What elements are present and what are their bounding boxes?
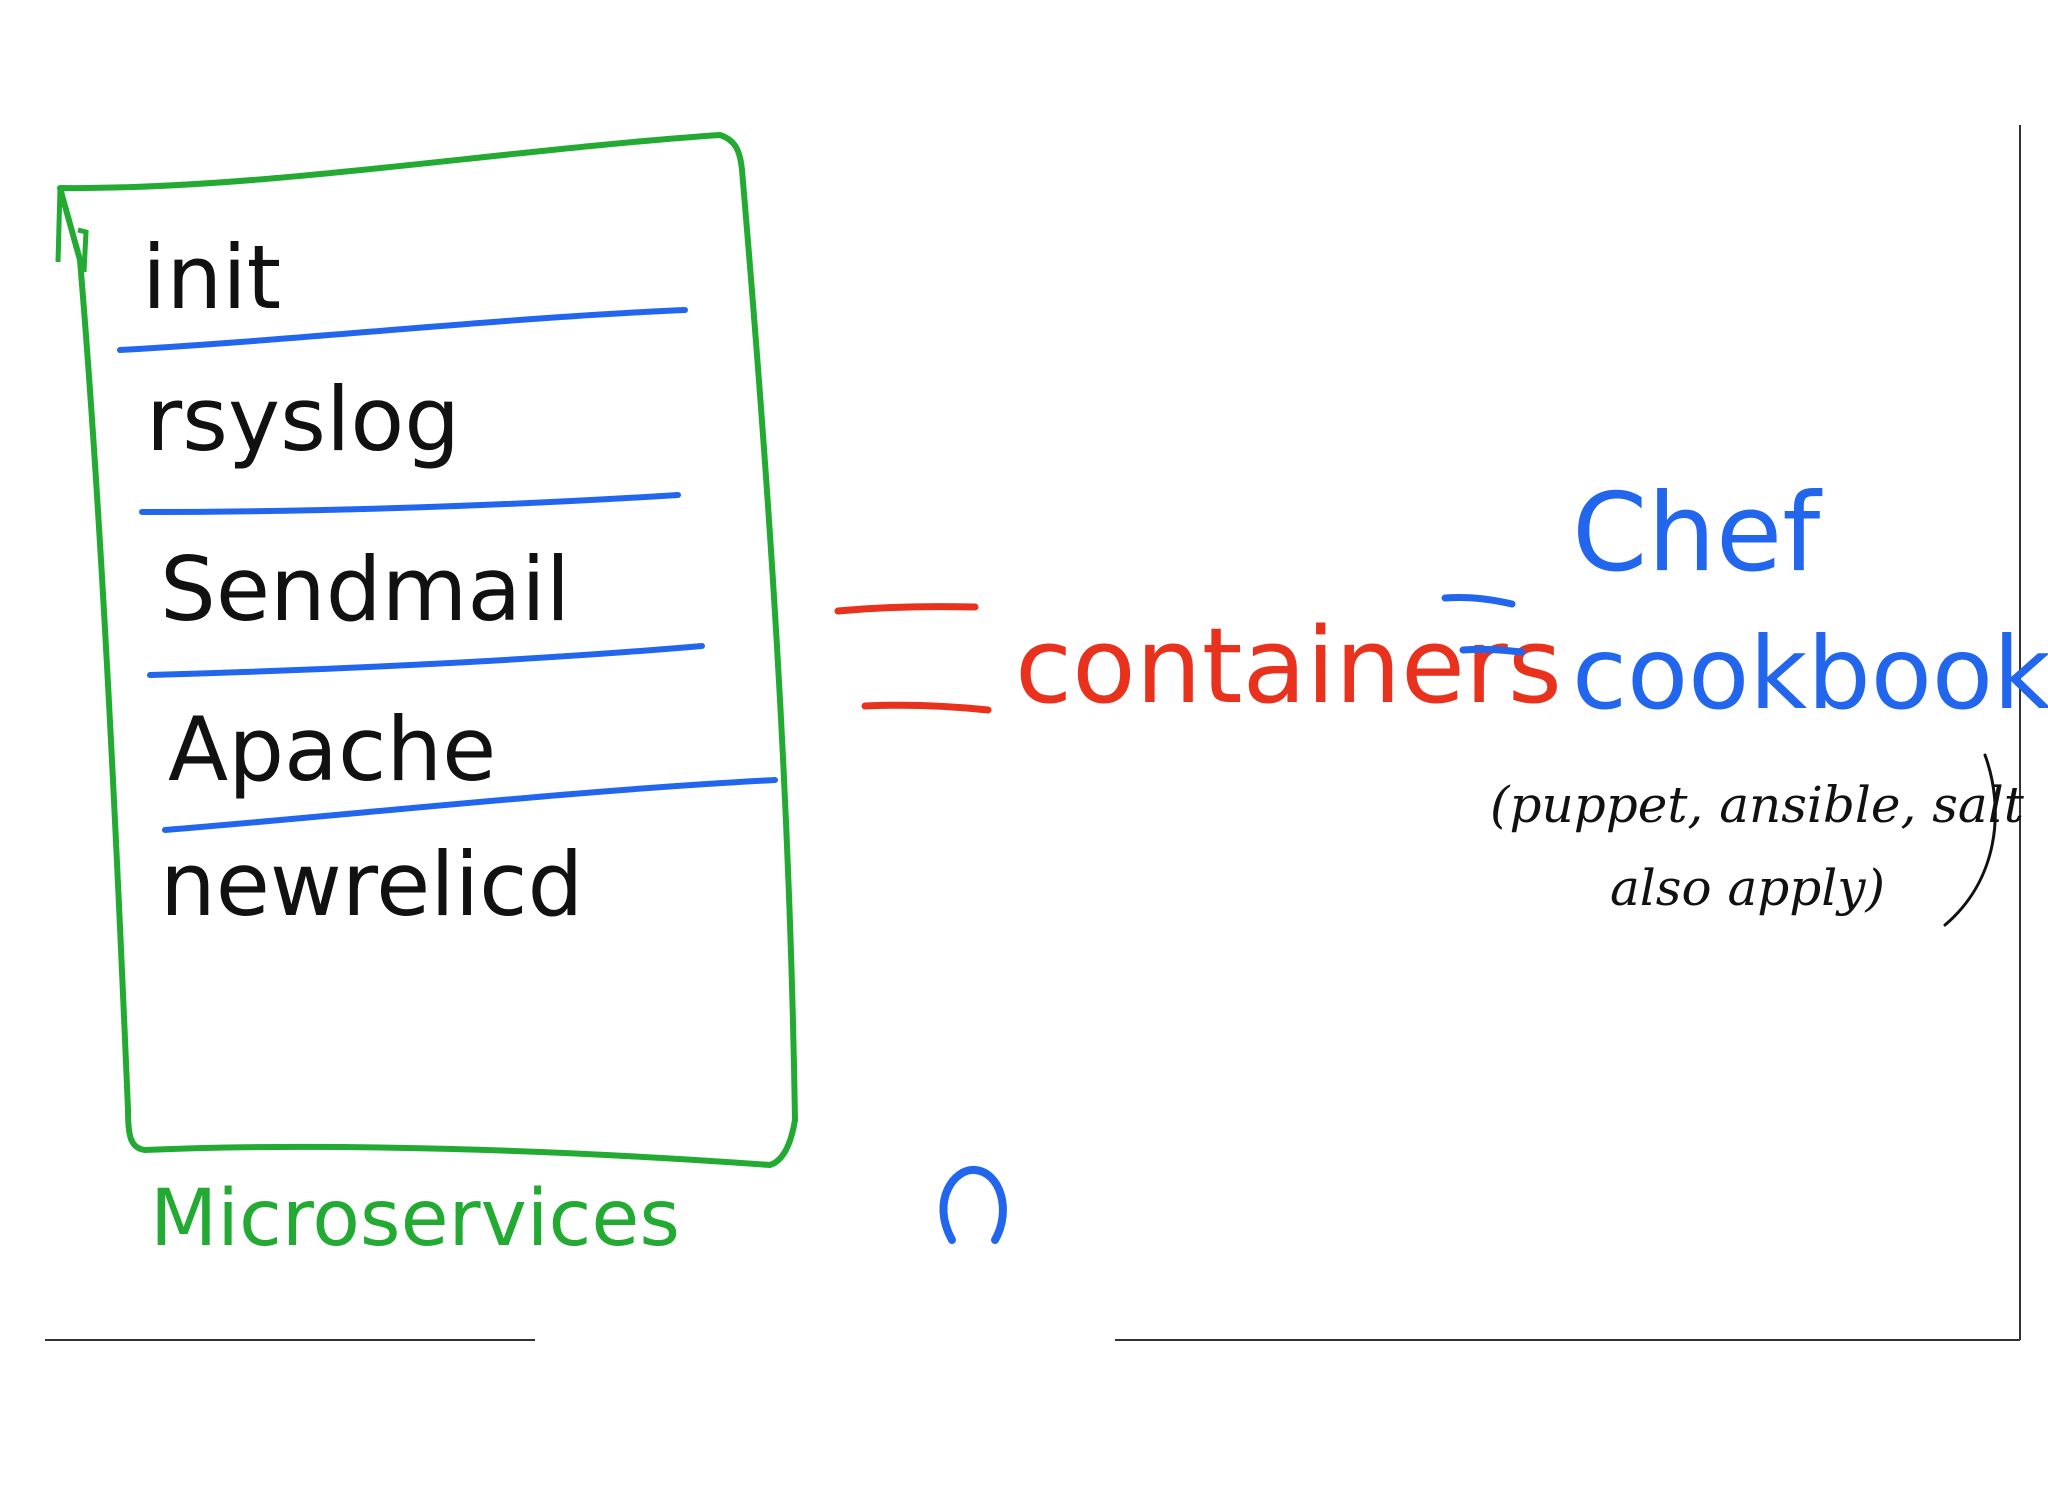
stack-item-rsyslog: rsyslog bbox=[146, 368, 460, 471]
microservices-caption: Microservices bbox=[150, 1174, 680, 1264]
divider-2 bbox=[139, 492, 681, 515]
chef-label: Chef bbox=[1572, 471, 1823, 596]
blue-cursor-mark bbox=[939, 1165, 1007, 1244]
note-line-2: also apply) bbox=[1610, 859, 1885, 917]
containers-label: containers bbox=[1015, 605, 1562, 727]
box-corner-tick bbox=[55, 187, 89, 273]
cookbooks-label: cookbooks bbox=[1572, 615, 2048, 732]
stack-item-sendmail: Sendmail bbox=[160, 538, 570, 641]
stack-item-init: init bbox=[142, 226, 281, 329]
divider-3 bbox=[147, 643, 705, 678]
stack-item-newrelicd: newrelicd bbox=[160, 833, 583, 936]
blue-equals-sign bbox=[1441, 593, 1526, 656]
red-equals-sign bbox=[834, 603, 992, 714]
microservice-box bbox=[57, 132, 798, 1168]
divider-4 bbox=[162, 777, 778, 833]
note-closing-paren-stroke bbox=[1943, 753, 1997, 927]
stack-item-apache: Apache bbox=[168, 698, 496, 801]
divider-1 bbox=[117, 307, 688, 353]
note-line-1: (puppet, ansible, salt bbox=[1490, 776, 2025, 834]
